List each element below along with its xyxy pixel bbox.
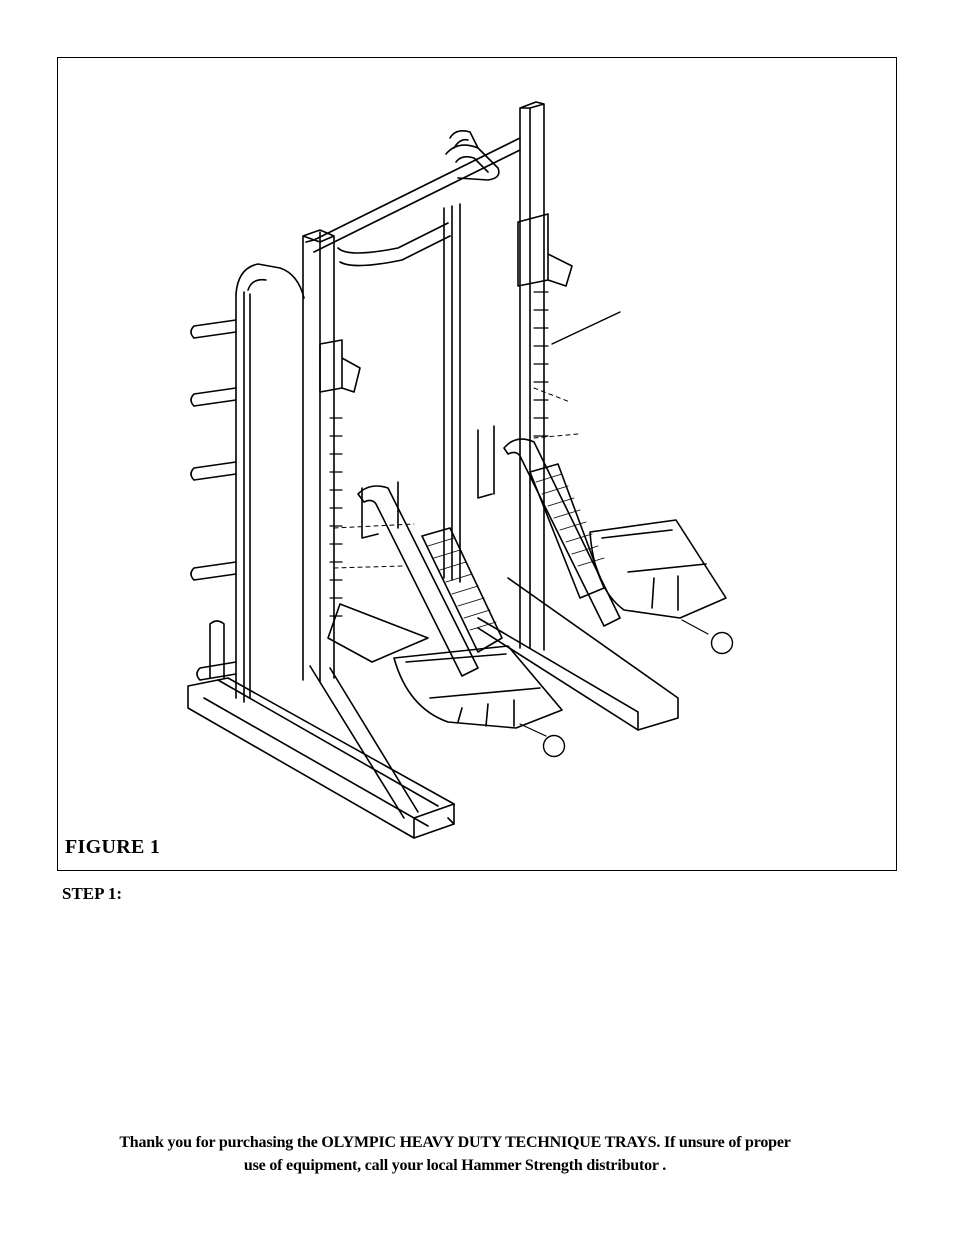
- thank-you-note: Thank you for purchasing the OLYMPIC HEA…: [40, 1131, 870, 1177]
- figure-caption: FIGURE 1: [65, 836, 160, 859]
- figure-frame: FIGURE 1: [57, 57, 897, 871]
- thank-you-line-1: Thank you for purchasing the OLYMPIC HEA…: [40, 1131, 870, 1154]
- thank-you-line-2: use of equipment, call your local Hammer…: [40, 1154, 870, 1177]
- step-label: STEP 1:: [62, 884, 122, 904]
- power-rack-drawing-icon: [58, 58, 898, 872]
